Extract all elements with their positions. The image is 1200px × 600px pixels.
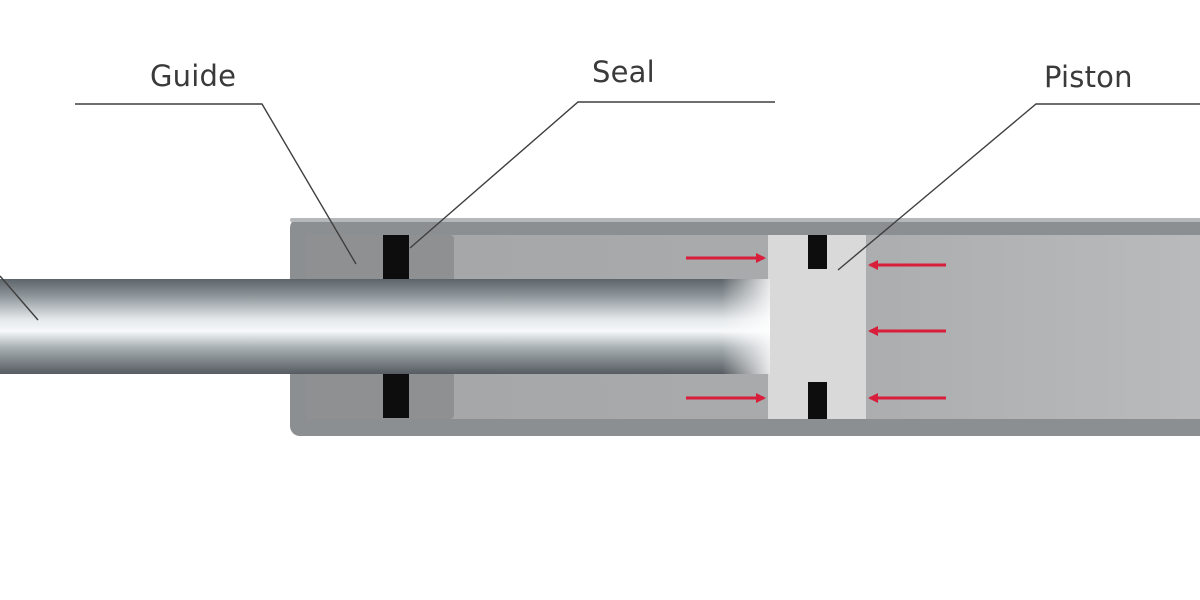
piston-seal-top [808, 235, 827, 269]
rod-seal-top [383, 235, 409, 279]
piston-label: Piston [1044, 60, 1133, 94]
piston-rod [0, 279, 770, 374]
seal-leader-line [409, 101, 775, 249]
seal-label: Seal [592, 55, 655, 89]
rod-seal-bottom [383, 374, 409, 418]
piston-leader-line [837, 103, 1200, 271]
guide-label: Guide [150, 59, 237, 93]
cylinder-wall-highlight [290, 218, 1200, 222]
guide-leader-line [75, 103, 357, 265]
piston-seal-bottom [808, 382, 827, 419]
piston-rod-end-glow [722, 279, 770, 374]
rod-leader-line [0, 275, 39, 321]
